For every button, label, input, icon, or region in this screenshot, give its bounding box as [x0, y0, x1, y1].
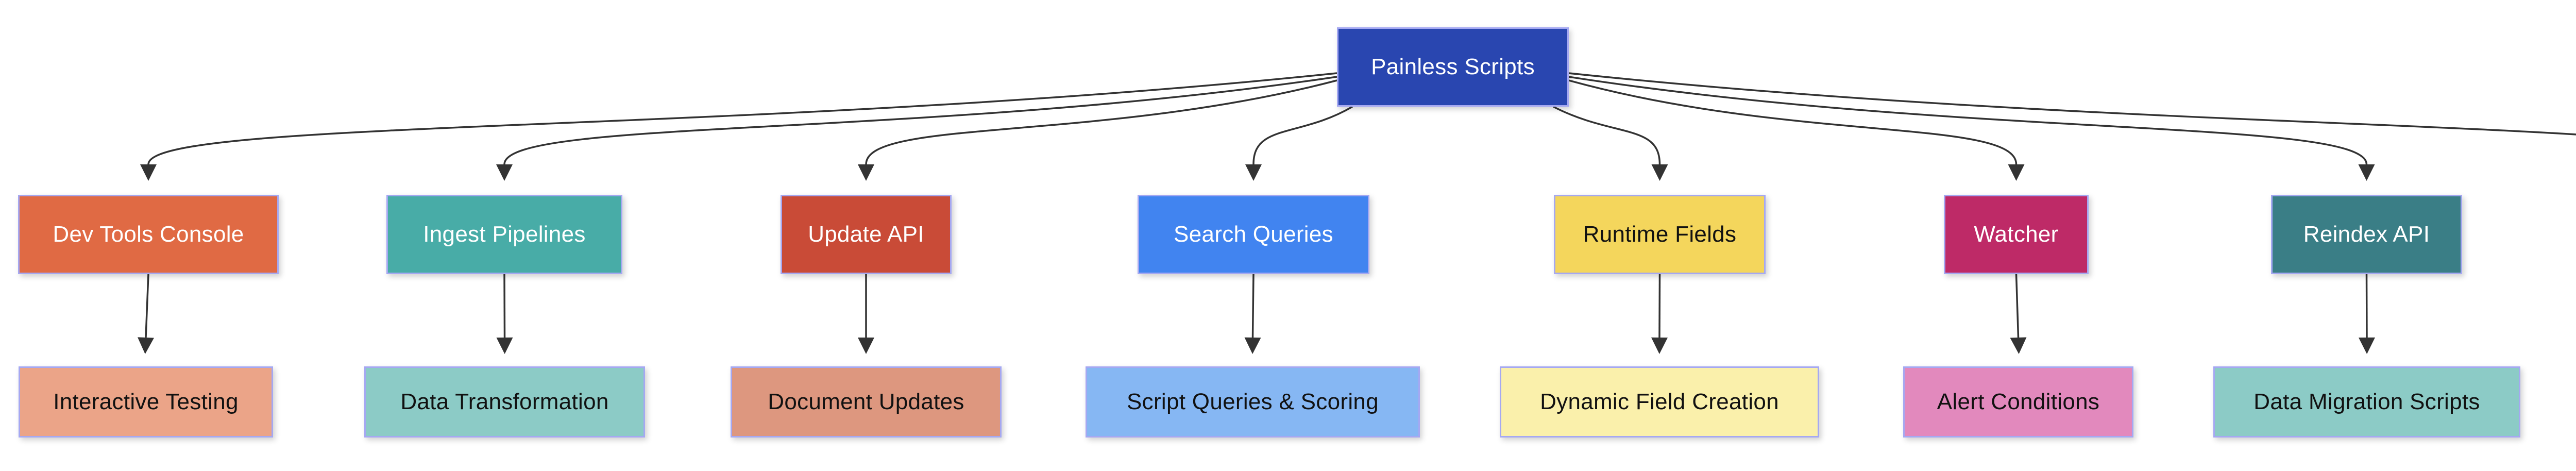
node-label: Ingest Pipelines: [423, 222, 586, 247]
node-label: Watcher: [1974, 222, 2059, 247]
node-search-queries: Search Queries: [1138, 195, 1369, 274]
edge-watcher-to-alert-conditions: [2010, 274, 2027, 354]
node-dev-tools-console: Dev Tools Console: [18, 195, 279, 274]
node-dynamic-field-creation: Dynamic Field Creation: [1500, 366, 1819, 438]
node-ingest-pipelines: Ingest Pipelines: [386, 195, 622, 274]
node-reindex-api: Reindex API: [2271, 195, 2462, 274]
node-label: Runtime Fields: [1583, 222, 1737, 247]
node-label: Dynamic Field Creation: [1540, 389, 1779, 414]
node-data-transformation: Data Transformation: [364, 366, 645, 438]
edge-painless-scripts-to-search-queries: [1245, 106, 1353, 181]
edge-painless-scripts-to-ingest-pipelines: [496, 76, 1337, 181]
node-label: Script Queries & Scoring: [1127, 389, 1379, 414]
edge-dev-tools-console-to-interactive-testing: [138, 274, 154, 354]
edge-painless-scripts-to-aggregations: [1568, 72, 2576, 136]
edge-painless-scripts-to-reindex-api: [1568, 76, 2375, 181]
node-painless-scripts: Painless Scripts: [1337, 27, 1569, 107]
edge-painless-scripts-to-dev-tools-console: [140, 72, 1337, 181]
node-data-migration-scripts: Data Migration Scripts: [2213, 366, 2520, 438]
edge-painless-scripts-to-watcher: [1568, 79, 2025, 181]
node-label: Data Migration Scripts: [2253, 389, 2480, 414]
node-watcher: Watcher: [1944, 195, 2089, 274]
node-label: Data Transformation: [400, 389, 609, 414]
edge-search-queries-to-script-queries-scoring: [1244, 274, 1261, 354]
node-label: Painless Scripts: [1371, 54, 1535, 79]
edge-painless-scripts-to-update-api: [858, 79, 1337, 181]
node-document-updates: Document Updates: [731, 366, 1002, 438]
node-alert-conditions: Alert Conditions: [1903, 366, 2133, 438]
node-label: Document Updates: [768, 389, 964, 414]
node-runtime-fields: Runtime Fields: [1554, 195, 1766, 274]
node-interactive-testing: Interactive Testing: [19, 366, 273, 438]
node-label: Search Queries: [1174, 222, 1333, 247]
edge-painless-scripts-to-runtime-fields: [1553, 106, 1668, 181]
edge-runtime-fields-to-dynamic-field-creation: [1651, 274, 1668, 354]
node-script-queries-scoring: Script Queries & Scoring: [1086, 366, 1420, 438]
node-label: Interactive Testing: [53, 389, 239, 414]
edge-ingest-pipelines-to-data-transformation: [496, 274, 513, 354]
node-label: Alert Conditions: [1937, 389, 2100, 414]
node-label: Update API: [808, 222, 924, 247]
node-update-api: Update API: [781, 195, 952, 274]
node-label: Dev Tools Console: [53, 222, 244, 247]
node-label: Reindex API: [2303, 222, 2430, 247]
